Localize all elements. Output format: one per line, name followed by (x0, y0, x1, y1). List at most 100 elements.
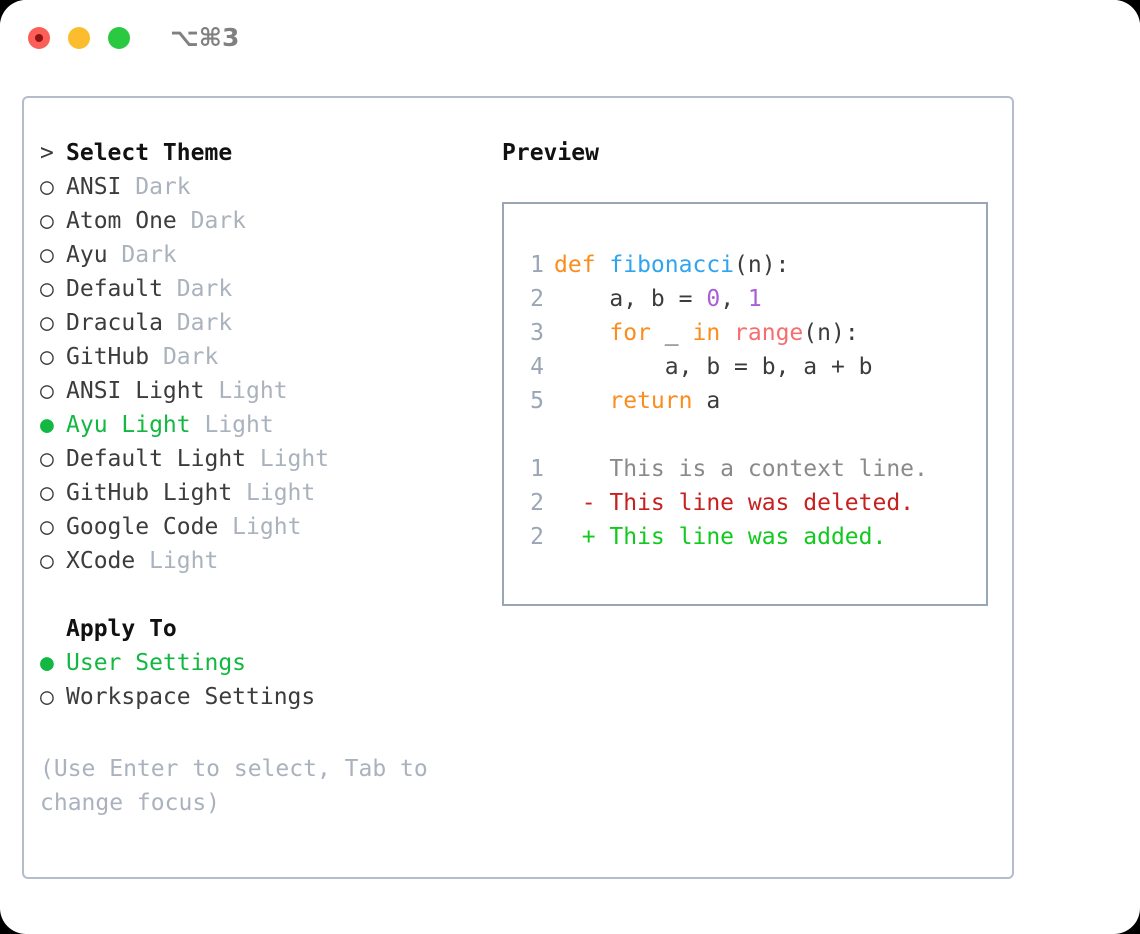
radio-unselected-icon: ○ (40, 174, 54, 200)
theme-option-label: Atom One (66, 208, 177, 234)
theme-option-ansi[interactable]: ○ANSI Dark (40, 170, 470, 204)
line-number: 1 (530, 456, 544, 482)
diff-line-text: + This line was added. (554, 524, 887, 550)
radio-unselected-icon: ○ (40, 548, 54, 574)
theme-option-variant: Light (135, 548, 219, 574)
theme-option-variant: Light (246, 446, 330, 472)
theme-option-google-code[interactable]: ○ Google Code Light (40, 510, 470, 544)
theme-option-variant: Dark (121, 174, 191, 200)
theme-option-default-light[interactable]: ○Default Light Light (40, 442, 470, 476)
radio-unselected-icon: ○ (40, 378, 54, 404)
line-number: 3 (530, 320, 544, 346)
theme-option-label: GitHub (66, 344, 150, 370)
code-line: 2 a, b = 0, 1 (518, 282, 974, 316)
code-line: 5 return a (518, 384, 974, 418)
radio-selected-icon: ● (40, 650, 54, 676)
code-token-function: fibonacci (609, 252, 735, 278)
theme-option-label: Ayu Light (66, 412, 191, 438)
theme-selector-card: >Select Theme ○ANSI Dark○Atom One Dark○A… (22, 96, 1014, 879)
theme-option-atom-one[interactable]: ○ Atom One Dark (40, 204, 470, 238)
theme-option-label: Default (66, 276, 163, 302)
close-button[interactable] (28, 27, 50, 49)
theme-option-label: Ayu (66, 242, 108, 268)
maximize-button[interactable] (108, 27, 130, 49)
line-number: 2 (530, 490, 544, 516)
line-number: 1 (530, 252, 544, 278)
radio-unselected-icon: ○ (40, 208, 54, 234)
code-diff-spacer (518, 418, 974, 452)
preview-title: Preview (502, 140, 599, 166)
window-titlebar: ⌥⌘3 (0, 0, 1140, 76)
theme-option-dracula[interactable]: ○ Dracula Dark (40, 306, 470, 340)
code-token-number: 1 (747, 286, 762, 312)
close-icon (35, 34, 43, 42)
radio-unselected-icon: ○ (40, 514, 54, 540)
help-text: (Use Enter to select, Tab to change focu… (40, 756, 428, 816)
code-token-plain: a (692, 388, 721, 414)
theme-option-ayu[interactable]: ○ Ayu Dark (40, 238, 470, 272)
theme-option-github-light[interactable]: ○GitHub Light Light (40, 476, 470, 510)
theme-option-ayu-light[interactable]: ● Ayu Light Light (40, 408, 470, 442)
theme-option-variant: Light (232, 480, 316, 506)
theme-option-label: XCode (66, 548, 136, 574)
minimize-button[interactable] (68, 27, 90, 49)
theme-option-variant: Light (218, 514, 302, 540)
theme-option-variant: Dark (162, 310, 233, 336)
theme-option-label: Default Light (66, 446, 247, 472)
code-token-keyword: return (609, 388, 693, 414)
theme-option-github[interactable]: ○ GitHub Dark (40, 340, 470, 374)
apply-to-option-workspace-settings[interactable]: ○ Workspace Settings (40, 680, 470, 714)
theme-option-label: Dracula (66, 310, 163, 336)
theme-option-ansi-light[interactable]: ○ ANSI Light Light (40, 374, 470, 408)
theme-option-variant: Light (204, 378, 288, 404)
prompt-caret-icon: > (40, 140, 54, 166)
theme-option-label: ANSI Light (66, 378, 205, 404)
theme-option-label: Google Code (66, 514, 219, 540)
theme-option-variant: Light (190, 412, 274, 438)
theme-list-panel: >Select Theme ○ANSI Dark○Atom One Dark○A… (40, 136, 470, 714)
code-token-keyword: in (692, 320, 721, 346)
code-token-plain: a, b = (554, 286, 707, 312)
select-theme-heading: >Select Theme (40, 136, 470, 170)
code-token-number: 0 (706, 286, 721, 312)
code-token-plain (554, 320, 609, 346)
code-line: 1 def fibonacci(n): (518, 248, 974, 282)
theme-option-variant: Dark (162, 276, 233, 302)
radio-unselected-icon: ○ (40, 276, 54, 302)
code-token-plain: a, b = b, a + b (554, 354, 873, 380)
code-token-keyword: def (554, 252, 610, 278)
code-line: 4 a, b = b, a + b (518, 350, 974, 384)
code-token-plain: , (720, 286, 748, 312)
code-token-plain (554, 388, 609, 414)
code-token-plain: _ (650, 320, 693, 346)
radio-unselected-icon: ○ (40, 480, 54, 506)
theme-option-default[interactable]: ○ Default Dark (40, 272, 470, 306)
radio-unselected-icon: ○ (40, 310, 54, 336)
theme-option-xcode[interactable]: ○ XCode Light (40, 544, 470, 578)
code-token-plain: (n): (734, 252, 790, 278)
diff-line-text: This is a context line. (554, 456, 928, 482)
diff-line-added: 2 + This line was added. (518, 520, 974, 554)
theme-option-variant: Dark (176, 208, 247, 234)
diff-line-context: 1 This is a context line. (518, 452, 974, 486)
apply-to-option-label: Workspace Settings (66, 684, 316, 710)
line-number: 2 (530, 286, 544, 312)
diff-line-deleted: 2 - This line was deleted. (518, 486, 974, 520)
diff-line-text: - This line was deleted. (554, 490, 915, 516)
radio-selected-icon: ● (40, 412, 54, 438)
apply-to-option-user-settings[interactable]: ●User Settings (40, 646, 470, 680)
theme-option-variant: Dark (107, 242, 177, 268)
code-line: 3 for _ in range(n): (518, 316, 974, 350)
section-spacer (40, 578, 470, 612)
radio-unselected-icon: ○ (40, 684, 54, 710)
code-token-keyword: for (609, 320, 651, 346)
radio-unselected-icon: ○ (40, 344, 54, 370)
theme-option-variant: Dark (149, 344, 219, 370)
code-token-builtin: range (734, 320, 804, 346)
code-token-plain: (n): (803, 320, 859, 346)
radio-unselected-icon: ○ (40, 242, 54, 268)
